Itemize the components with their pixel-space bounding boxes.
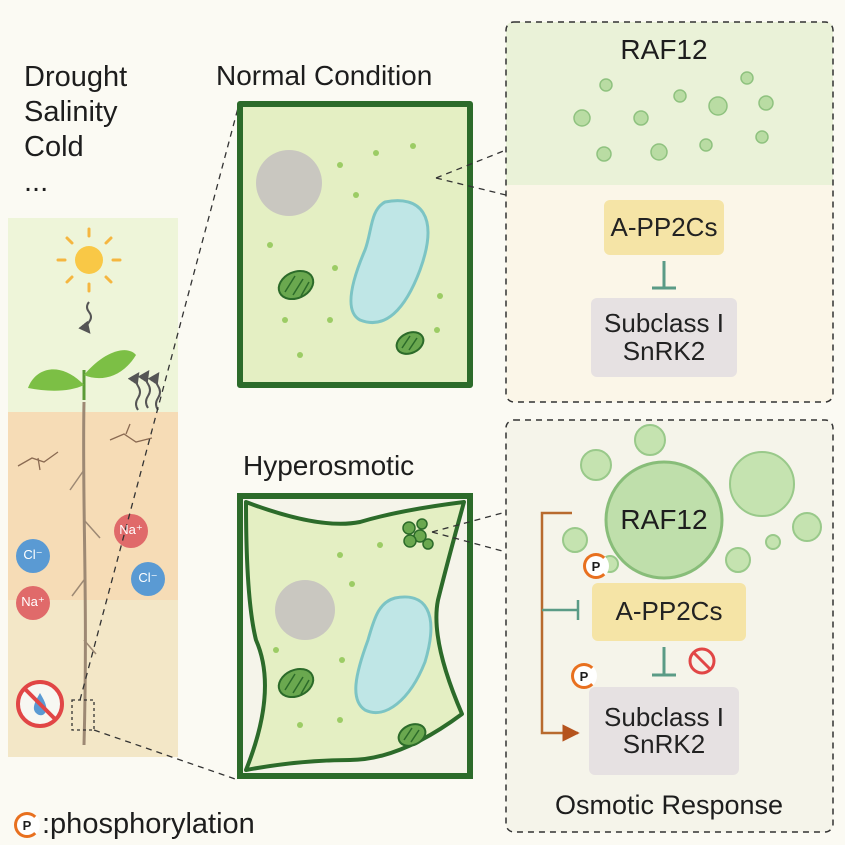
hyper-zoom-guides <box>431 511 507 553</box>
inhibit-arrow <box>652 647 676 677</box>
ion-chloride-2 <box>131 562 165 596</box>
legend-text: :phosphorylation <box>42 808 255 840</box>
activation-arrow <box>540 511 580 742</box>
normal-raf12-label: RAF12 <box>620 34 708 65</box>
raf12-condensate <box>402 518 434 550</box>
soil-crack <box>17 451 59 471</box>
hyper-snrk2-line2: SnRK2 <box>622 729 706 759</box>
ion-label-cl-2: Cl⁻ <box>138 570 158 585</box>
vacuole <box>354 595 433 714</box>
phospho-p: P <box>591 558 601 574</box>
nucleus <box>275 580 335 640</box>
raf-inhibit-pp2c <box>542 600 580 620</box>
ion-chloride-1 <box>16 539 50 573</box>
mitochondrion <box>277 667 315 699</box>
hyper-snrk2-box: Subclass I SnRK2 <box>589 687 739 775</box>
legend-p: P <box>22 817 32 833</box>
sun-icon <box>56 227 122 293</box>
osmotic-response-label: Osmotic Response <box>554 790 784 820</box>
normal-cell <box>237 101 473 388</box>
plant-panel <box>8 218 178 757</box>
raf12-particles <box>573 71 774 162</box>
hyper-raf12-label: RAF12 <box>620 504 708 535</box>
mitochondrion <box>395 331 425 355</box>
mitochondrion <box>397 723 427 747</box>
zoom-guides <box>79 107 239 781</box>
normal-title: Normal Condition <box>216 60 433 91</box>
normal-pp2c-box: A-PP2Cs <box>604 200 724 255</box>
no-water-icon <box>16 680 64 728</box>
stressor-cold: Cold <box>24 131 84 163</box>
forbidden-icon <box>688 647 716 675</box>
phospho-p: P <box>579 668 589 684</box>
ion-label-na-2: Na⁺ <box>119 522 143 537</box>
normal-zoom-guides <box>435 149 507 196</box>
stressor-salinity: Salinity <box>24 96 118 128</box>
nucleus <box>256 150 322 216</box>
normal-snrk2-line2: SnRK2 <box>622 335 706 366</box>
normal-snrk2-box: Subclass I SnRK2 <box>591 298 737 377</box>
heat-wave-icon <box>127 370 161 411</box>
stressor-list: Drought Salinity Cold ... <box>24 60 127 200</box>
raf12-droplets <box>562 424 822 573</box>
inhibit-arrow <box>652 261 676 290</box>
plant <box>28 350 136 746</box>
mitochondrion <box>277 269 315 301</box>
soil-crack <box>109 423 153 443</box>
normal-snrk2-line1: Subclass I <box>604 308 724 339</box>
hyper-snrk2-line1: Subclass I <box>604 701 724 732</box>
hyper-pp2c-box: A-PP2Cs <box>592 583 746 641</box>
ion-sodium-1 <box>16 586 50 620</box>
hyper-title: Hyperosmotic <box>243 450 415 481</box>
light-arrow <box>78 301 92 334</box>
ion-label-cl-1: Cl⁻ <box>23 547 43 562</box>
stressor-drought: Drought <box>24 61 128 93</box>
ion-label-na-1: Na⁺ <box>21 594 45 609</box>
vacuole <box>349 199 430 324</box>
hyper-cell <box>237 493 473 779</box>
phospho-icon: P <box>583 553 609 579</box>
root-zoom-box <box>71 699 95 731</box>
stressor-more: ... <box>24 166 49 198</box>
phospho-icon: P <box>14 812 40 838</box>
phospho-icon: P <box>571 663 597 689</box>
raf12-droplet-main <box>604 460 724 580</box>
